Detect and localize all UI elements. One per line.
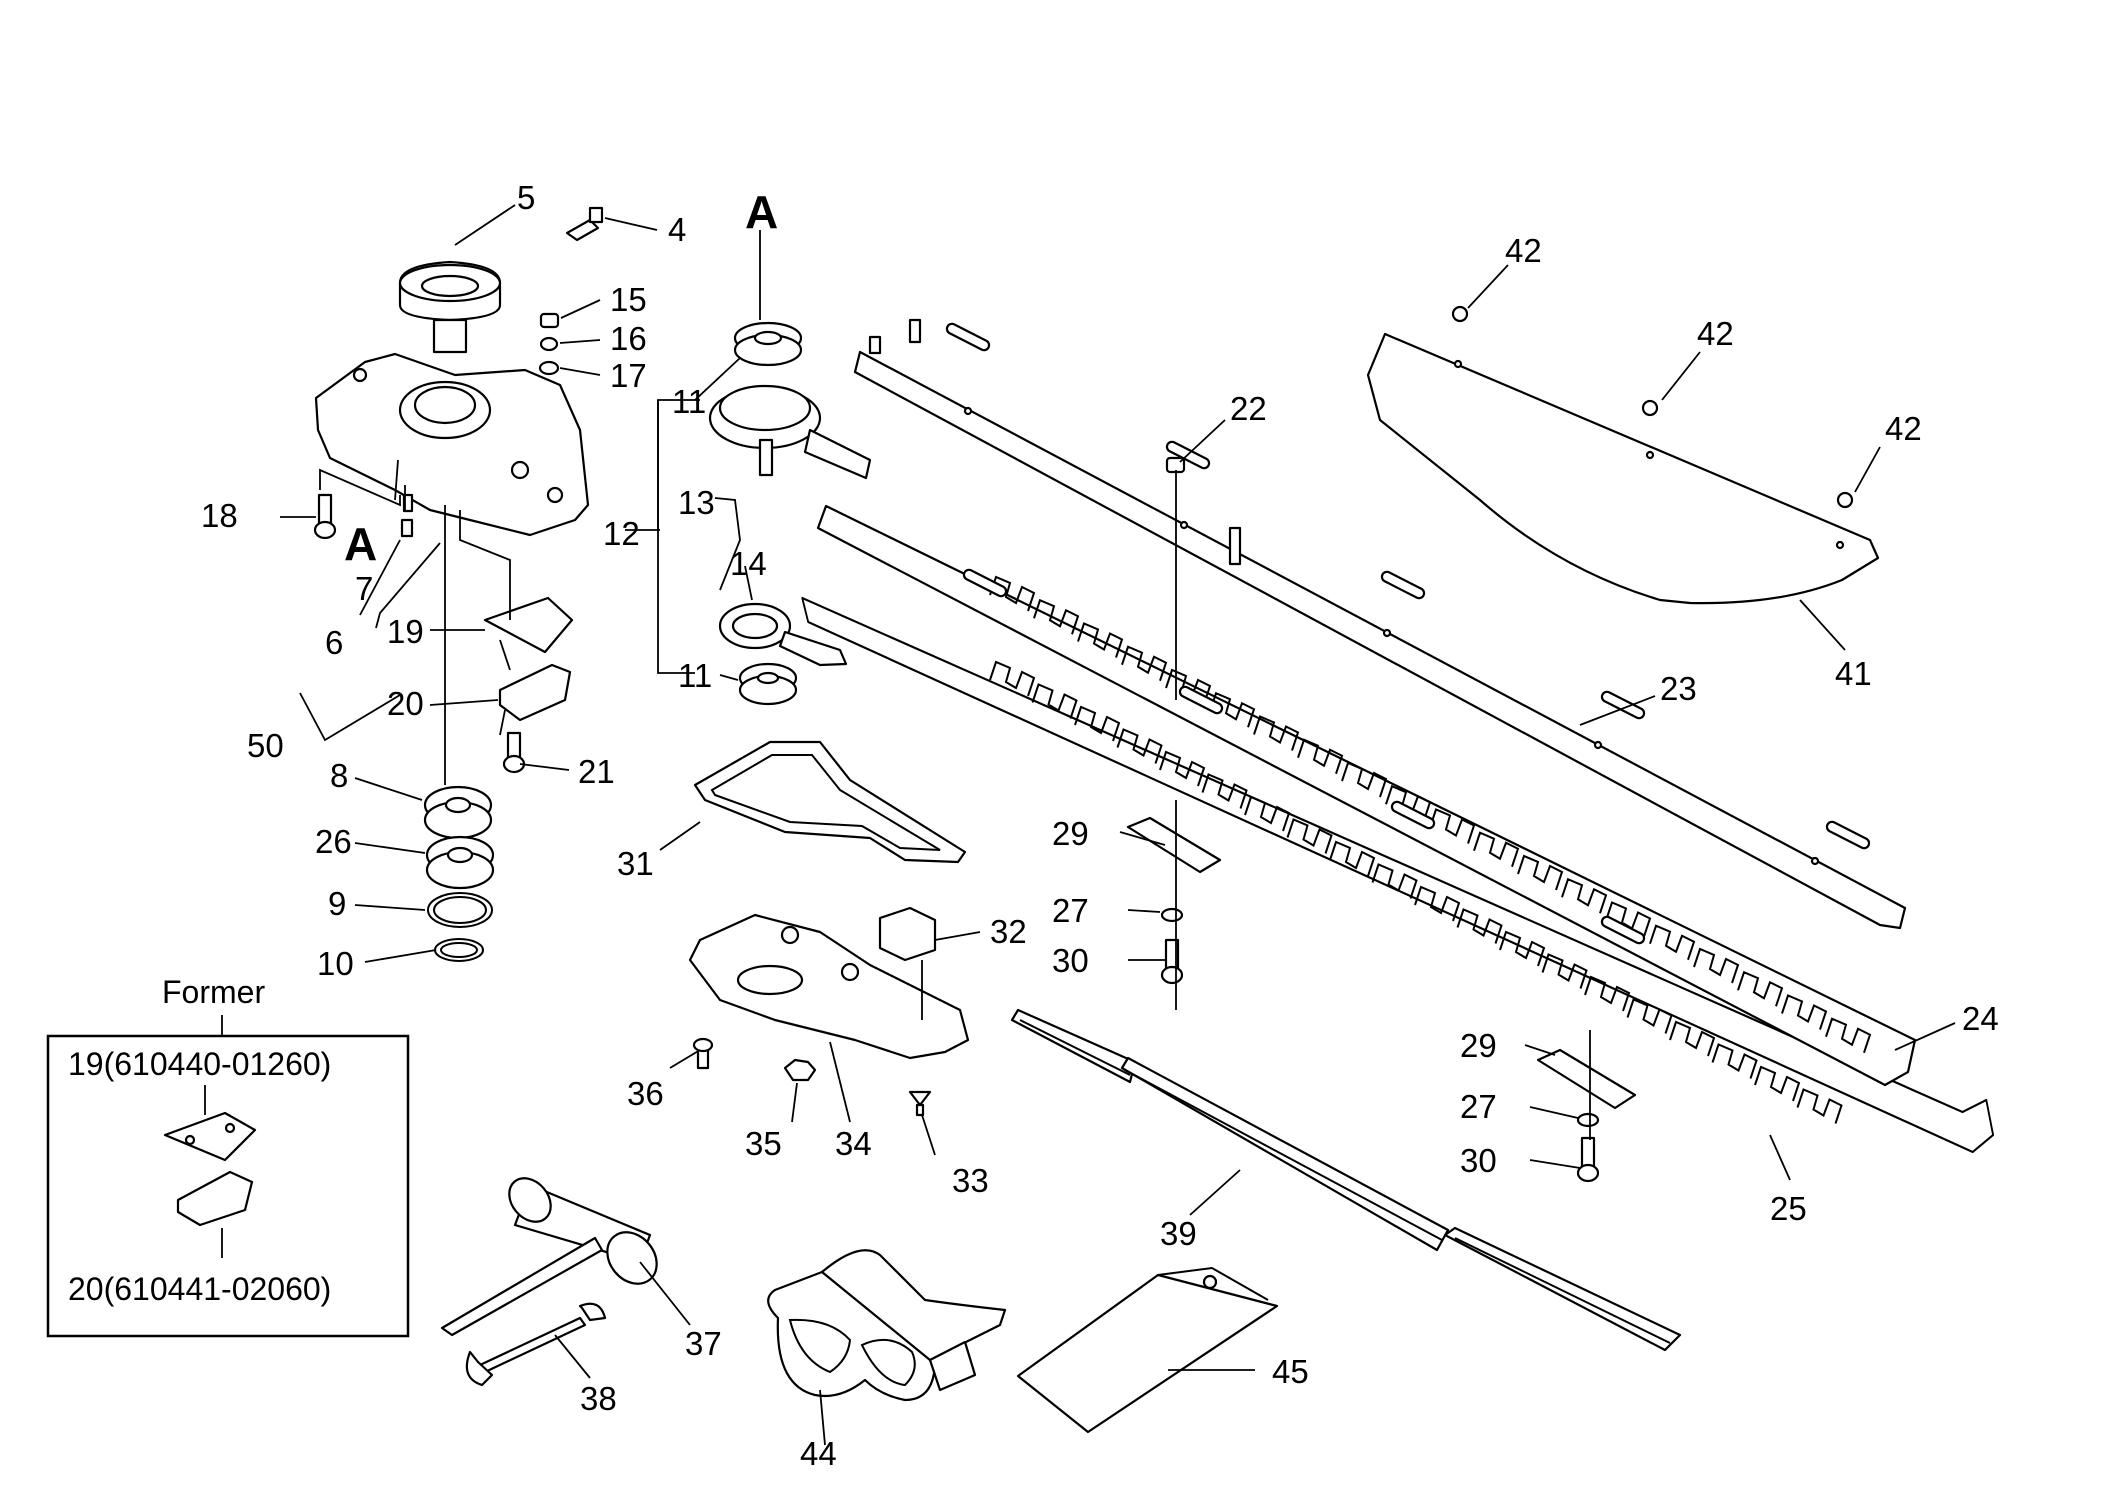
screw-33	[908, 1090, 932, 1117]
gear-case-body	[314, 352, 590, 537]
callout-39: 39	[1160, 1215, 1197, 1252]
former-heading: Former	[162, 974, 265, 1010]
blade-cover-41	[1366, 305, 1880, 605]
plate-19	[483, 596, 574, 654]
callout-32: 32	[990, 913, 1027, 950]
callout-4: 4	[668, 211, 686, 248]
callout-9: 9	[328, 885, 346, 922]
callout-35: 35	[745, 1125, 782, 1162]
callout-18: 18	[201, 497, 238, 534]
callout-27-b: 27	[1460, 1088, 1497, 1125]
callout-leaders	[280, 204, 1956, 1446]
screw-36	[692, 1037, 714, 1070]
callout-8: 8	[330, 757, 348, 794]
wrench-37	[440, 1177, 658, 1337]
callout-26: 26	[315, 823, 352, 860]
former-bracket-20	[176, 1170, 254, 1227]
callout-50: 50	[247, 727, 284, 764]
callout-42-b: 42	[1697, 315, 1734, 352]
callout-23: 23	[1660, 670, 1697, 707]
washer-27-b	[1576, 1112, 1600, 1128]
callout-11-top: 11	[672, 383, 706, 420]
blade-slots	[945, 322, 1871, 945]
bolt-30-a	[1160, 938, 1184, 985]
callout-15: 15	[610, 281, 647, 318]
former-parts-box: Former 19(610440-01260) 20(610441-02060)	[46, 974, 410, 1338]
section-mark-a-right: A	[745, 186, 778, 238]
gear-13	[708, 384, 872, 480]
bearing-26	[425, 835, 495, 890]
bearing-11-top	[733, 321, 803, 367]
scabbard-39	[1010, 1008, 1682, 1352]
blade-teeth-25	[989, 660, 1843, 1124]
bracket-20	[498, 663, 572, 722]
callout-12: 12	[603, 515, 640, 552]
manual-45	[1016, 1266, 1279, 1434]
washers-15-16-17	[538, 312, 560, 376]
callout-22: 22	[1230, 390, 1267, 427]
callout-42-c: 42	[1885, 410, 1922, 447]
former-part-19: 19(610440-01260)	[68, 1046, 331, 1082]
blade-lower-25	[801, 596, 1995, 1154]
snap-ring-10	[434, 938, 484, 962]
nut-35	[783, 1058, 817, 1082]
callout-34: 34	[835, 1125, 872, 1162]
blade-bar-23	[853, 318, 1907, 930]
callout-11-bottom: 11	[678, 657, 712, 694]
callout-45: 45	[1272, 1353, 1309, 1390]
former-plate-19	[163, 1111, 257, 1162]
washer-27-a	[1160, 907, 1184, 923]
section-mark-a-left: A	[344, 518, 377, 570]
callout-20: 20	[387, 685, 424, 722]
callout-5: 5	[517, 179, 535, 216]
callout-41: 41	[1835, 655, 1872, 692]
callout-38: 38	[580, 1380, 617, 1417]
callout-24: 24	[1962, 1000, 1999, 1037]
callout-29-a: 29	[1052, 815, 1089, 852]
callout-25: 25	[1770, 1190, 1807, 1227]
snap-ring-9	[427, 892, 493, 928]
former-part-20: 20(610441-02060)	[68, 1271, 331, 1307]
callout-16: 16	[610, 320, 647, 357]
callout-19: 19	[387, 613, 424, 650]
bearing-11-bottom	[738, 662, 798, 706]
goggles-44	[767, 1249, 1007, 1402]
callout-31: 31	[617, 845, 654, 882]
callout-6: 6	[325, 624, 343, 661]
blade-tooth-row	[989, 660, 1843, 1124]
callout-10: 10	[317, 945, 354, 982]
clip-32	[878, 906, 937, 962]
callout-14: 14	[730, 545, 767, 582]
callout-36: 36	[627, 1075, 664, 1112]
callout-37: 37	[685, 1325, 722, 1362]
callout-21: 21	[578, 753, 615, 790]
grease-fitting-4	[565, 206, 604, 242]
callout-7: 7	[355, 570, 373, 607]
gasket-31	[693, 740, 967, 864]
lower-case-34	[688, 913, 970, 1060]
bolt-18	[313, 493, 337, 540]
assembly-lines	[319, 230, 1591, 1140]
spanner-38	[465, 1302, 607, 1387]
callout-29-b: 29	[1460, 1027, 1497, 1064]
callout-labels: 4 5 15 16 17 18 7 6 19 20 50 21 8 26 9 1…	[201, 179, 1999, 1472]
callout-44: 44	[800, 1435, 837, 1472]
callout-17: 17	[610, 357, 647, 394]
callout-30-b: 30	[1460, 1142, 1497, 1179]
guide-29-a	[1126, 816, 1222, 874]
callout-42-a: 42	[1505, 232, 1542, 269]
callout-27-a: 27	[1052, 892, 1089, 929]
clutch-drum-5	[398, 260, 502, 354]
callout-13: 13	[678, 484, 715, 521]
callout-30-a: 30	[1052, 942, 1089, 979]
crank-14	[718, 602, 848, 667]
bolt-30-b	[1576, 1136, 1600, 1183]
pins-6-7	[400, 493, 414, 538]
guide-29-b	[1536, 1048, 1637, 1110]
bearing-8	[423, 785, 493, 840]
bolt-21	[502, 731, 526, 774]
callout-33: 33	[952, 1162, 989, 1199]
